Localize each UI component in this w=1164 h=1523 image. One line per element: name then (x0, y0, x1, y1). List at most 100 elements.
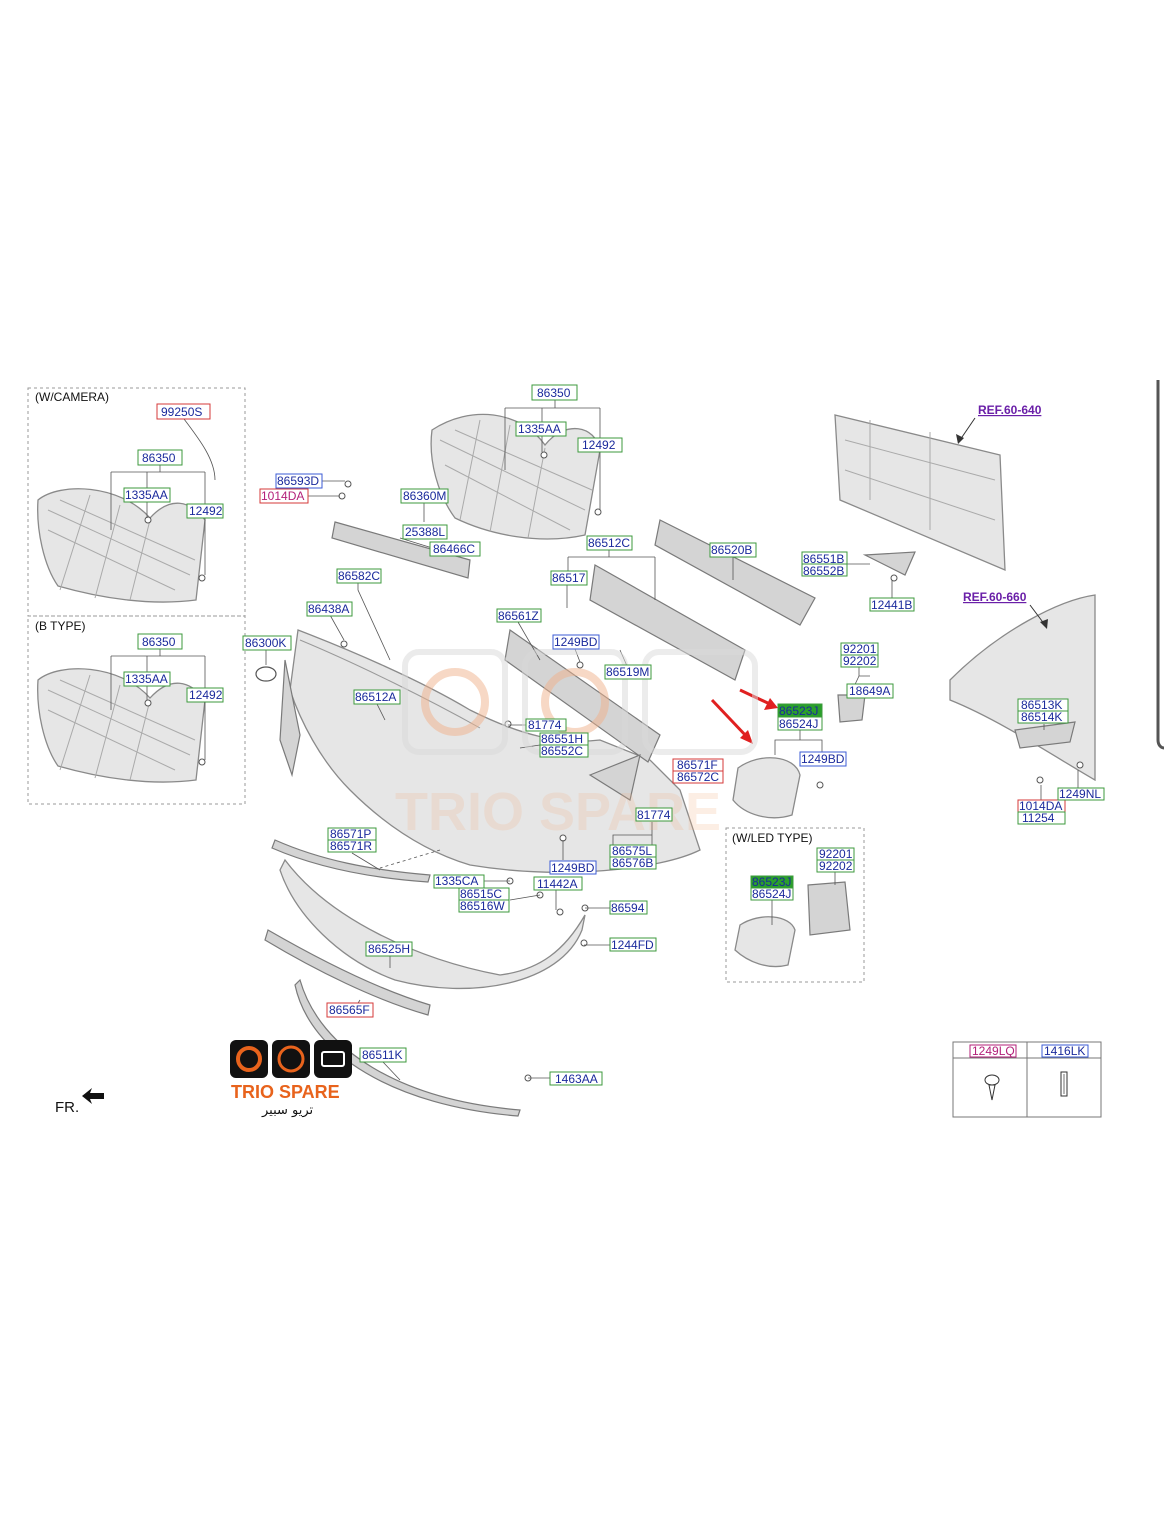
ref-label-60-640[interactable]: REF.60-640 (978, 403, 1042, 417)
label-86593d: 86593D (277, 474, 319, 488)
label-86515c: 86515C (460, 887, 502, 901)
label-86438a: 86438A (308, 602, 349, 616)
rivet-icon (1060, 1071, 1068, 1097)
ref-arrow-1 (959, 417, 976, 441)
label-1249nl: 1249NL (1059, 787, 1101, 801)
label-86561z: 86561Z (498, 609, 539, 623)
label-1014da-b: 1014DA (1019, 799, 1062, 813)
fastener-legend: 1249LQ 1416LK (952, 1041, 1102, 1118)
emblem-drawing (255, 666, 277, 682)
label-1244fd: 1244FD (611, 938, 654, 952)
label-86300k: 86300K (245, 636, 286, 650)
scrollbar-edge[interactable] (1156, 380, 1164, 750)
label-12441b: 12441B (871, 598, 912, 612)
led-section-frame (725, 827, 865, 983)
fog-cover-drawing (732, 757, 801, 819)
label-86519m: 86519M (606, 665, 649, 679)
label-86571f: 86571F (677, 758, 718, 772)
label-25388l: 25388L (405, 525, 445, 539)
section-title-btype: (B TYPE) (35, 619, 85, 633)
label-86512c: 86512C (588, 536, 630, 550)
front-carrier-drawing (834, 414, 1006, 572)
label-86466c: 86466C (433, 542, 475, 556)
label-11254: 11254 (1022, 811, 1055, 825)
logo-brand-text: TRIO SPARE (231, 1082, 340, 1102)
label-bt-1335aa: 1335AA (125, 672, 168, 686)
skid-plate-drawing (264, 929, 431, 1016)
label-86513k: 86513K (1021, 698, 1062, 712)
trio-spare-logo: TRIO SPARE تريو سبير (230, 1040, 352, 1118)
led-lamp-drawing (807, 881, 851, 936)
label-92202-a: 92202 (843, 654, 877, 668)
label-86572c: 86572C (677, 770, 719, 784)
front-direction-indicator: FR. (55, 1088, 104, 1116)
label-86524j-a: 86524J (779, 717, 818, 731)
label-led-92202: 92202 (819, 859, 853, 873)
logo-arabic-text: تريو سبير (261, 1103, 314, 1118)
bumper-bracket-drawing (862, 551, 916, 576)
label-top-1335aa: 1335AA (518, 422, 561, 436)
label-86551h: 86551H (541, 732, 583, 746)
label-1249bd-c: 1249BD (551, 861, 595, 875)
label-81774-b: 81774 (637, 808, 671, 822)
led-cover-drawing (734, 916, 796, 968)
label-cam-1335aa: 1335AA (125, 488, 168, 502)
chrome-strip-drawing (271, 839, 431, 883)
label-1463aa: 1463AA (555, 1072, 598, 1086)
label-18649a: 18649A (849, 684, 890, 698)
label-99250s: 99250S (161, 405, 202, 419)
side-bracket-drawing (1014, 721, 1076, 749)
label-led-86523j: 86523J (752, 875, 791, 889)
label-86360m: 86360M (403, 489, 446, 503)
section-title-led: (W/LED TYPE) (732, 831, 812, 845)
label-led-92201: 92201 (819, 847, 853, 861)
label-86512a: 86512A (355, 690, 396, 704)
label-86552c: 86552C (541, 744, 583, 758)
label-1335ca: 1335CA (435, 874, 478, 888)
label-86575l: 86575L (612, 844, 652, 858)
label-86582c: 86582C (338, 569, 380, 583)
label-cam-86350: 86350 (142, 451, 176, 465)
label-81774-a: 81774 (528, 718, 562, 732)
label-86551b: 86551B (803, 552, 844, 566)
main-labels: 86593D 1014DA 86360M 25388L 86466C 86512… (242, 473, 1105, 1086)
fr-label: FR. (55, 1099, 79, 1116)
label-92201-a: 92201 (843, 642, 877, 656)
upper-garnish-drawing (331, 521, 471, 579)
fender-drawing (949, 594, 1096, 782)
btype-section-frame (27, 615, 246, 805)
label-86565f: 86565F (329, 1003, 370, 1017)
grille-btype-drawing (37, 668, 206, 783)
screw-icon (984, 1074, 1000, 1101)
label-86552b: 86552B (803, 564, 844, 578)
section-title-camera: (W/CAMERA) (35, 390, 109, 404)
top-grille-labels: 86350 1335AA 12492 (515, 384, 623, 453)
red-arrows (710, 688, 778, 744)
label-86520b: 86520B (711, 543, 752, 557)
fr-arrow-icon (82, 1088, 104, 1104)
label-86571r: 86571R (330, 839, 372, 853)
label-1249bd-b: 1249BD (801, 752, 845, 766)
grille-camera-drawing (37, 488, 206, 603)
label-86594: 86594 (611, 901, 645, 915)
label-bt-86350: 86350 (142, 635, 176, 649)
trio-spare-watermark: TRIO SPARE (395, 649, 758, 842)
legend-1416lk: 1416LK (1044, 1044, 1085, 1058)
label-86525h: 86525H (368, 942, 410, 956)
label-86571p: 86571P (330, 827, 371, 841)
label-led-86524j: 86524J (752, 887, 791, 901)
label-top-12492: 12492 (582, 438, 616, 452)
label-bt-12492: 12492 (189, 688, 223, 702)
lower-grille-drawing (504, 628, 661, 763)
fog-lamp-drawing (837, 694, 866, 723)
absorber-drawing (654, 519, 816, 626)
legend-1249lq: 1249LQ (972, 1044, 1015, 1058)
btype-labels: 86350 1335AA 12492 (123, 633, 224, 703)
label-86576b: 86576B (612, 856, 653, 870)
label-cam-12492: 12492 (189, 504, 223, 518)
label-86514k: 86514K (1021, 710, 1062, 724)
label-86523j-a: 86523J (779, 704, 818, 718)
led-labels: 92201 92202 86523J 86524J (750, 847, 855, 901)
ref-label-60-660[interactable]: REF.60-660 (963, 590, 1027, 604)
